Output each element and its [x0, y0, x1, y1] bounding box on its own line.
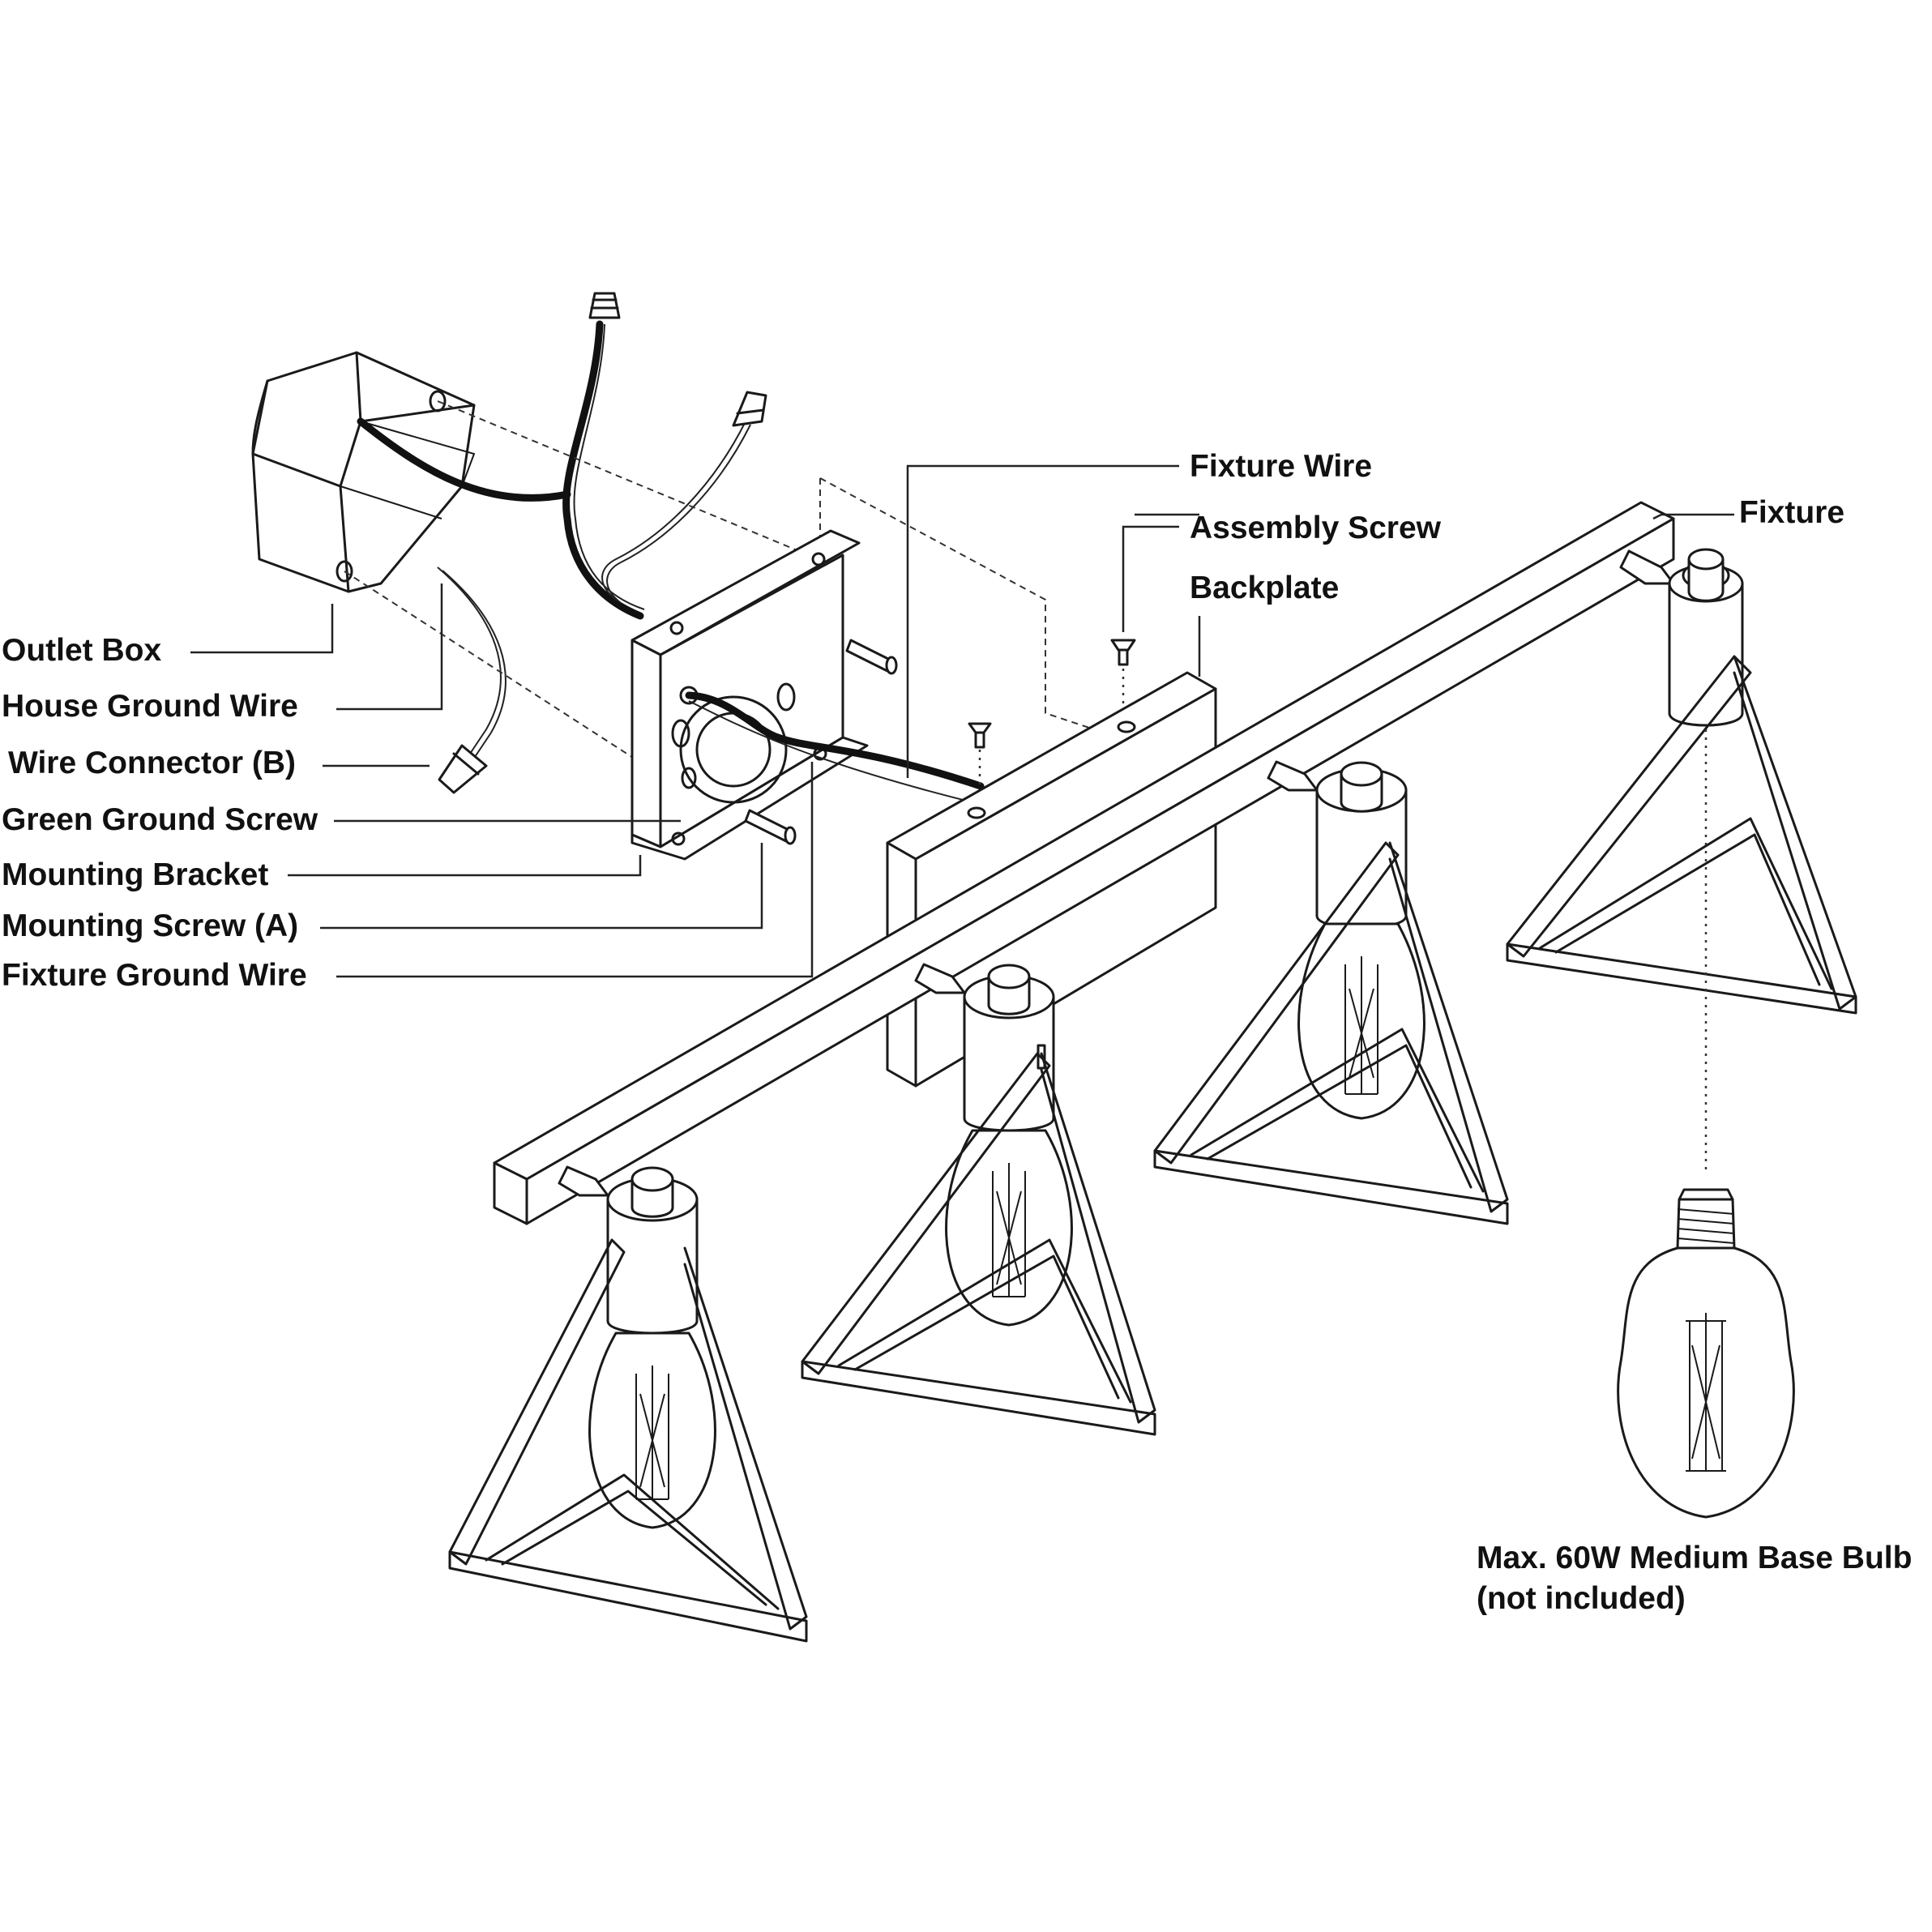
assembly-screw [1110, 639, 1136, 666]
lamp-shade-3 [801, 963, 1156, 1436]
label-mounting-screw: Mounting Screw (A) [2, 908, 298, 943]
wire-connector-b [438, 744, 488, 794]
leader-lines [190, 464, 1734, 978]
lamp-shade-2 [1153, 760, 1509, 1225]
fixture-bar [493, 501, 1675, 1225]
wire-connector-right [732, 391, 767, 427]
outlet-box [251, 351, 571, 593]
label-fixture-ground-wire: Fixture Ground Wire [2, 958, 307, 993]
assembly-screw-2 [968, 722, 992, 749]
label-wire-connector: Wire Connector (B) [8, 746, 296, 780]
label-assembly-screw: Assembly Screw [1190, 511, 1442, 545]
alignment-line [437, 400, 819, 560]
wire-connector-top [588, 292, 621, 319]
mounting-bracket [630, 529, 985, 861]
label-fixture-wire: Fixture Wire [1190, 449, 1372, 484]
bulb [1617, 1188, 1795, 1519]
mounting-screw-top [845, 639, 898, 675]
label-house-ground-wire: House Ground Wire [2, 689, 298, 724]
label-mounting-bracket: Mounting Bracket [2, 857, 268, 892]
label-outlet-box: Outlet Box [2, 633, 161, 668]
label-backplate: Backplate [1190, 571, 1339, 605]
bulb-note-line1: Max. 60W Medium Base Bulb [1477, 1541, 1912, 1575]
label-fixture: Fixture [1739, 495, 1844, 530]
bulb-note-line2: (not included) [1477, 1581, 1686, 1616]
lamp-shade-4 [448, 1165, 808, 1643]
lamp-shade-1 [1506, 548, 1857, 1015]
label-green-ground-screw: Green Ground Screw [2, 802, 318, 837]
house-wires [437, 320, 751, 758]
mounting-screw-a [744, 809, 797, 845]
alignment-line [819, 477, 1119, 738]
